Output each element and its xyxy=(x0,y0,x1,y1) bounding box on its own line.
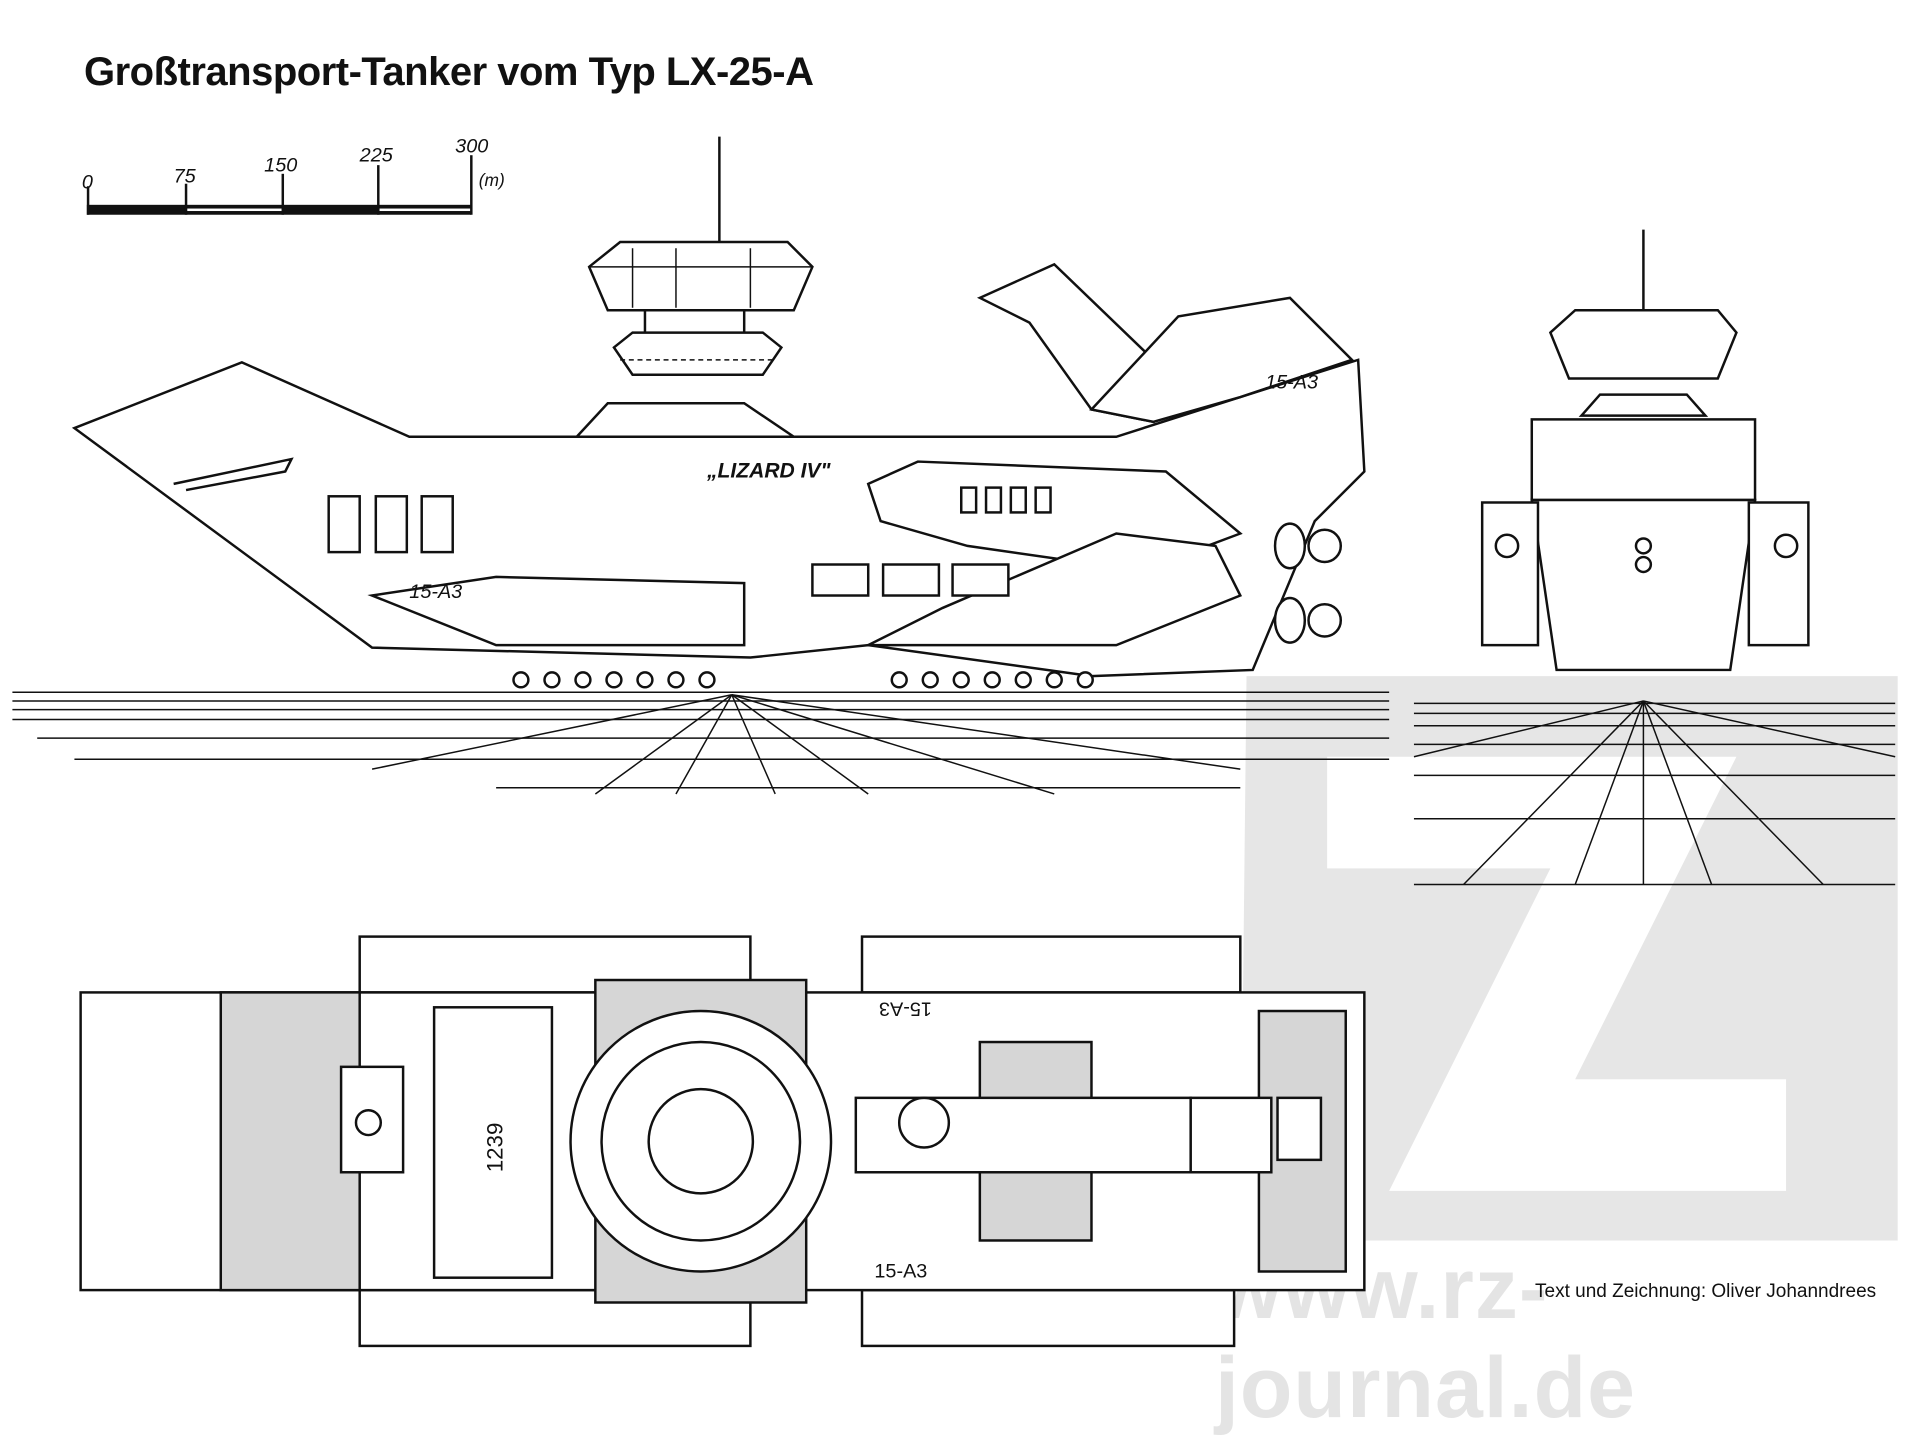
scale-tick-300: 300 xyxy=(455,136,488,158)
page-title: Großtransport-Tanker vom Typ LX-25-A xyxy=(84,50,814,94)
tower-base xyxy=(573,402,798,439)
tower-cap xyxy=(587,240,814,312)
scale-tick-0: 0 xyxy=(82,172,93,194)
front-view xyxy=(1413,229,1896,886)
scale-bar: 0 75 150 225 300 (m) xyxy=(82,136,505,215)
top-view: 1239 15-A3 15-A3 xyxy=(79,935,1366,1348)
engine-pods xyxy=(1273,522,1343,644)
hull-code-bottom: 15-A3 xyxy=(874,1261,927,1283)
front-ground-grid xyxy=(1413,700,1896,886)
scale-unit: (m) xyxy=(479,170,505,190)
technical-drawing: 0 75 150 225 300 (m) xyxy=(12,136,1898,1348)
hatch-number: 1239 xyxy=(482,1123,507,1173)
scale-tick-225: 225 xyxy=(359,144,394,166)
landing-feet xyxy=(512,671,1094,689)
hull-code-top: 15-A3 xyxy=(879,997,932,1019)
ship-name-label: „LIZARD IV" xyxy=(706,460,832,483)
windows xyxy=(327,486,1052,597)
scale-tick-150: 150 xyxy=(264,154,297,176)
tower-ring xyxy=(612,331,784,376)
hull-code-rear: 15-A3 xyxy=(1265,371,1318,393)
scale-tick-75: 75 xyxy=(174,165,197,187)
tower-neck xyxy=(643,309,746,337)
hull-stripe-rear xyxy=(867,532,1243,647)
ground-grid xyxy=(12,691,1390,795)
rear-superstructure xyxy=(1089,296,1355,424)
hull-stripe-lower xyxy=(367,575,746,647)
watermark-logo xyxy=(1240,676,1898,1241)
side-view: „LIZARD IV" 15-A3 15-A3 xyxy=(12,136,1390,795)
hull-code-front: 15-A3 xyxy=(409,581,462,603)
credit-text: Text und Zeichnung: Oliver Johanndrees xyxy=(1535,1281,1877,1302)
